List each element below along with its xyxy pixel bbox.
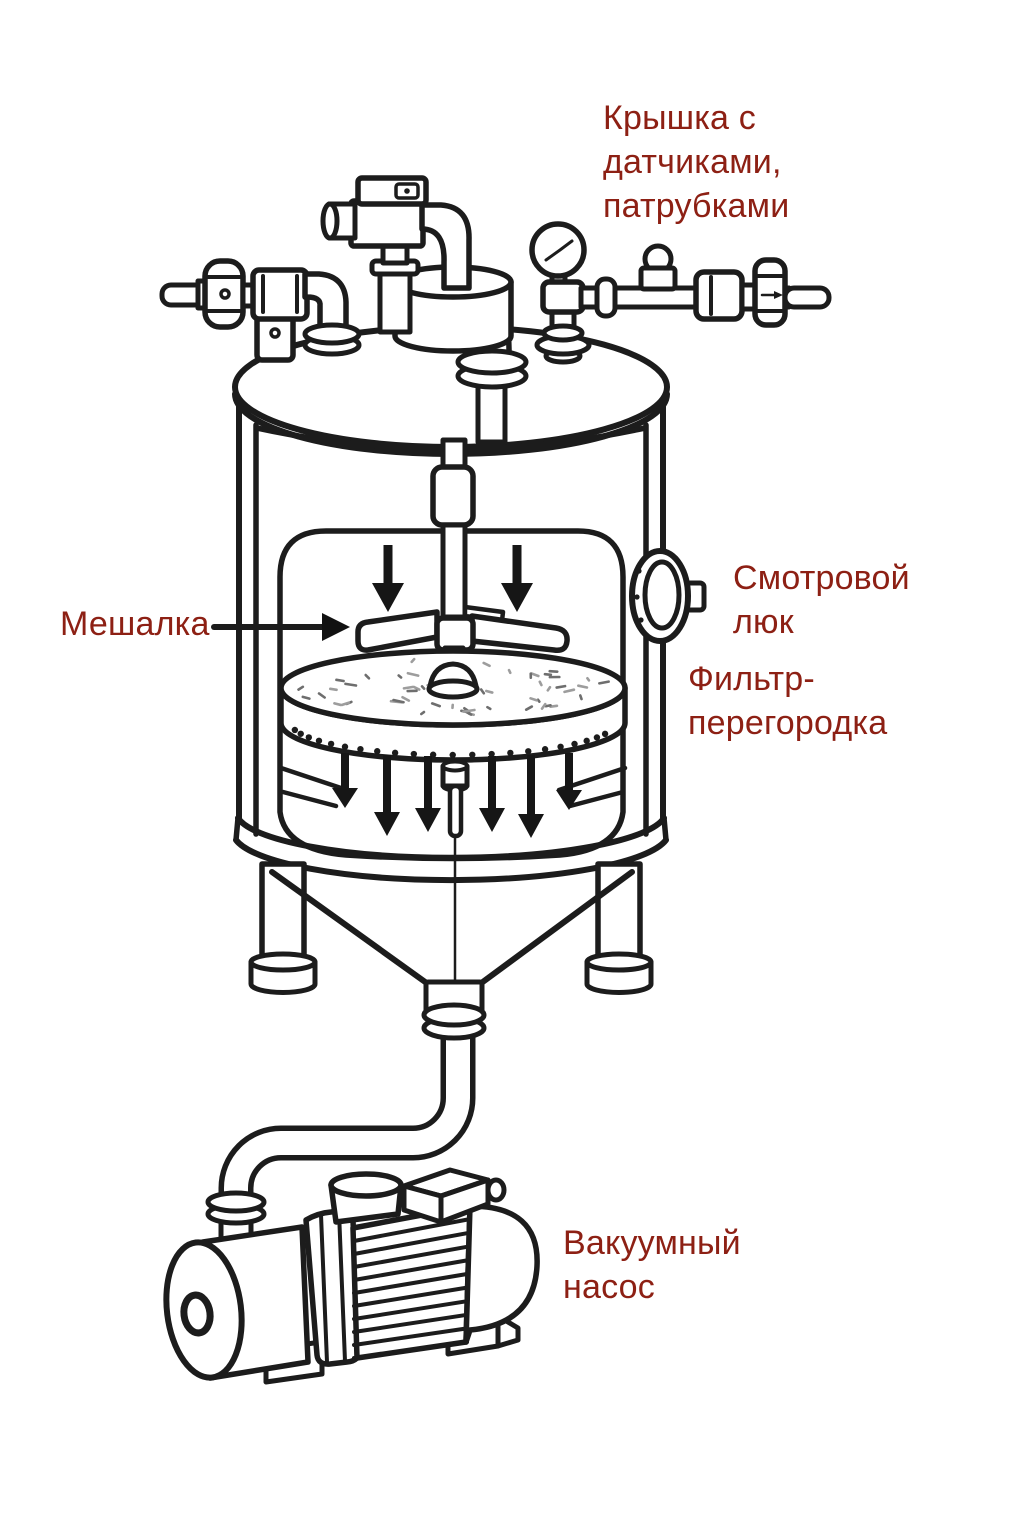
pump-inlet-hole (180, 1291, 214, 1337)
support-legs (248, 861, 654, 995)
vacuum-line-pipe (218, 1002, 487, 1212)
filter-plate (278, 648, 628, 763)
pump-top-cap (328, 1171, 404, 1199)
left-nozzle-piping (159, 258, 362, 363)
pump-cooling-fins (352, 1217, 469, 1360)
agitator-pointer-arrow (211, 613, 350, 641)
cone-bottom (269, 869, 635, 1017)
label-filter-septum: Фильтр- перегородка (688, 660, 888, 742)
label-sight-glass: Смотровой люк (733, 559, 910, 641)
pressure-gauge-piping (529, 221, 832, 365)
pump-terminal-box (401, 1167, 491, 1225)
bottom-ring (233, 815, 669, 884)
gauge-needle (544, 239, 574, 262)
label-lid: Крышка с датчиками, патрубками (603, 99, 790, 225)
flow-arrows-down-upper (372, 545, 533, 612)
vacuum-pump (163, 1167, 540, 1385)
under-filter (278, 759, 628, 987)
label-vacuum-pump: Вакуумный насос (563, 1224, 741, 1306)
lid-center-fittings (320, 175, 529, 445)
flow-arrows-down-lower (332, 753, 582, 838)
label-agitator: Мешалка (60, 605, 210, 643)
filter-rim-holes (291, 726, 609, 759)
sight-glass (629, 548, 707, 644)
pump-motor-end (463, 1203, 540, 1345)
